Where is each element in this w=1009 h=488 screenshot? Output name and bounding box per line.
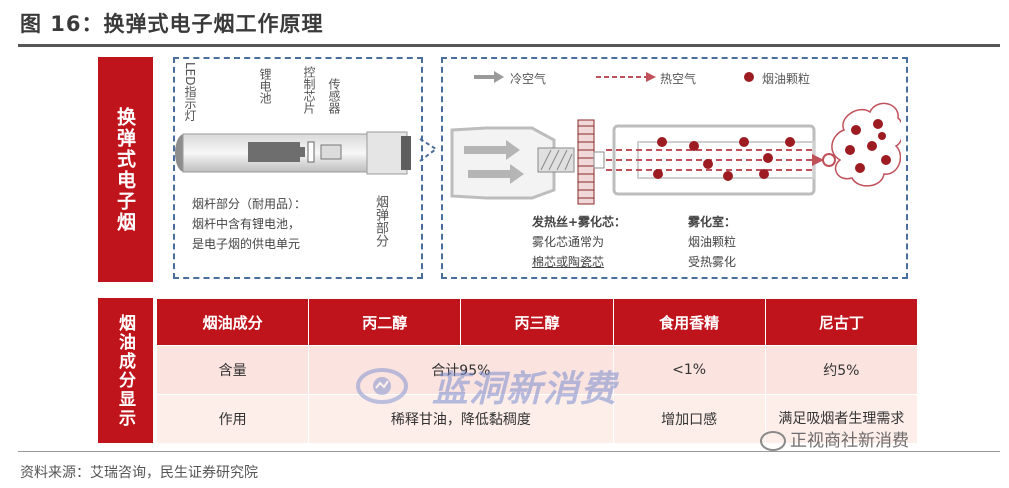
chamber-title: 雾化室： bbox=[688, 215, 737, 229]
side-label-composition: 烟油成分显示 bbox=[98, 298, 153, 443]
e-cigarette-illustration bbox=[175, 131, 411, 175]
battery-label: 锂电池 bbox=[258, 68, 272, 104]
watermark-logo bbox=[356, 368, 408, 404]
heater-title: 发热丝+雾化芯： bbox=[532, 215, 627, 229]
device-panel bbox=[173, 57, 423, 279]
heater-desc-line2: 棉芯或陶瓷芯 bbox=[532, 255, 605, 269]
table-cell: 满足吸烟者生理需求 bbox=[764, 394, 919, 444]
rod-description: 烟杆部分（耐用品）： 烟杆中含有锂电池， 是电子烟的供电单元 bbox=[192, 194, 306, 254]
composition-table: 烟油成分 丙二醇 丙三醇 食用香精 尼古丁 含量 合计95% <1% 约5% 作… bbox=[155, 298, 919, 444]
table-cell: 增加口感 bbox=[612, 394, 766, 444]
wechat-icon bbox=[760, 431, 786, 451]
rod-title: 烟杆部分（耐用品）： bbox=[192, 197, 307, 211]
table-row: 含量 合计95% <1% 约5% bbox=[155, 345, 919, 395]
rod-desc-line2: 是电子烟的供电单元 bbox=[192, 237, 301, 251]
sensor bbox=[320, 144, 342, 160]
row-label: 含量 bbox=[155, 345, 310, 395]
atomizer-panel bbox=[441, 57, 908, 279]
header-cell: 烟油成分 bbox=[155, 298, 310, 346]
header-cell: 尼古丁 bbox=[764, 298, 919, 346]
legend-hot-air-icon bbox=[596, 72, 656, 82]
chamber-desc-line2: 受热雾化 bbox=[688, 255, 737, 269]
row-label: 作用 bbox=[155, 394, 310, 444]
led-label: LED指示灯 bbox=[183, 62, 197, 122]
chamber-desc-line1: 烟油颗粒 bbox=[688, 235, 737, 249]
table-row: 作用 稀释甘油，降低黏稠度 增加口感 满足吸烟者生理需求 bbox=[155, 394, 919, 444]
header-cell: 丙二醇 bbox=[308, 298, 462, 346]
sensor-label: 传感器 bbox=[327, 78, 341, 114]
footer-divider bbox=[18, 451, 1000, 452]
figure-title: 图 16：换弹式电子烟工作原理 bbox=[20, 12, 324, 36]
heater-description: 发热丝+雾化芯： 雾化芯通常为 棉芯或陶瓷芯 bbox=[532, 212, 626, 272]
legend-hot-air: 热空气 bbox=[660, 72, 697, 86]
chip bbox=[307, 141, 315, 163]
source-note: 资料来源：艾瑞咨询，民生证券研究院 bbox=[20, 465, 258, 481]
chamber-description: 雾化室： 烟油颗粒 受热雾化 bbox=[688, 212, 736, 272]
legend-cold-air: 冷空气 bbox=[510, 72, 547, 86]
legend-cold-air-icon bbox=[474, 71, 504, 83]
battery-cell bbox=[248, 142, 300, 162]
watermark-text: 蓝洞新消费 bbox=[432, 369, 618, 410]
table-cell: <1% bbox=[612, 345, 766, 395]
pod-label: 烟弹部分 bbox=[373, 195, 388, 247]
legend-particles: 烟油颗粒 bbox=[762, 72, 811, 86]
atomizer-illustration bbox=[450, 102, 901, 205]
table-cell: 稀释甘油，降低黏稠度 bbox=[308, 394, 614, 444]
chip-label: 控制芯片 bbox=[302, 66, 316, 114]
heater-desc-line1: 雾化芯通常为 bbox=[532, 235, 605, 249]
header-cell: 食用香精 bbox=[612, 298, 766, 346]
rod-desc-line1: 烟杆中含有锂电池， bbox=[192, 217, 301, 231]
table-cell: 约5% bbox=[764, 345, 919, 395]
header-cell: 丙三醇 bbox=[460, 298, 614, 346]
side-label-device: 换弹式电子烟 bbox=[98, 57, 153, 282]
table-cell: 合计95% bbox=[308, 345, 614, 395]
watermark-wechat-text: 正视商社新消费 bbox=[790, 431, 909, 451]
title-divider bbox=[18, 44, 1000, 47]
watermark-wechat: 正视商社新消费 bbox=[760, 426, 909, 451]
legend-particle-icon bbox=[744, 72, 754, 82]
table-header-row: 烟油成分 丙二醇 丙三醇 食用香精 尼古丁 bbox=[155, 298, 919, 346]
